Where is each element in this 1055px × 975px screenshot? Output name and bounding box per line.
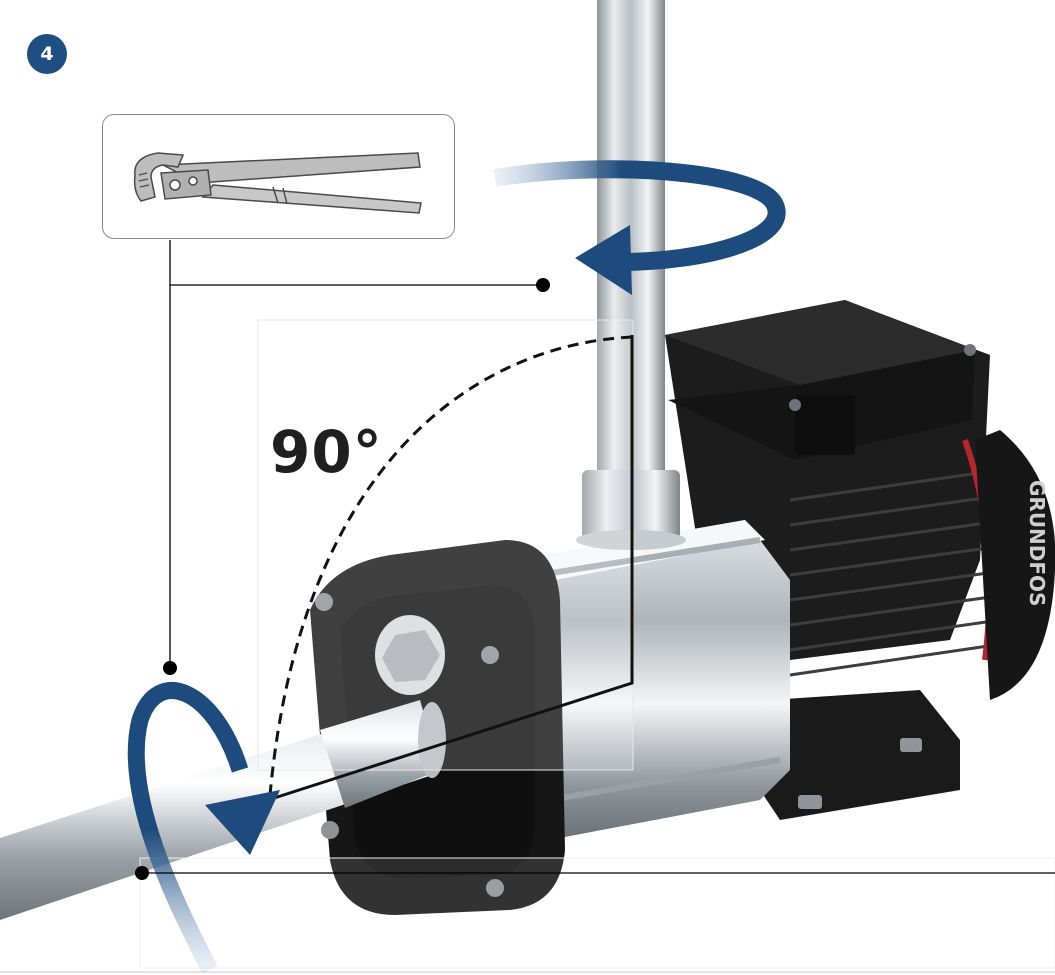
rotation-arrow-bottom-icon	[127, 682, 280, 974]
overlay-panel	[257, 319, 634, 771]
angle-label: 90°	[270, 418, 383, 486]
pipe-wrench-icon	[133, 152, 422, 214]
tool-callout-box	[102, 114, 455, 239]
brand-logo: GRUNDFOS	[1025, 480, 1049, 606]
angle-guide	[267, 335, 634, 802]
callout-lines	[135, 240, 1055, 880]
rotation-arrow-top-icon	[493, 160, 786, 295]
step-number-badge: 4	[27, 34, 67, 74]
overlay-band	[139, 857, 1055, 969]
